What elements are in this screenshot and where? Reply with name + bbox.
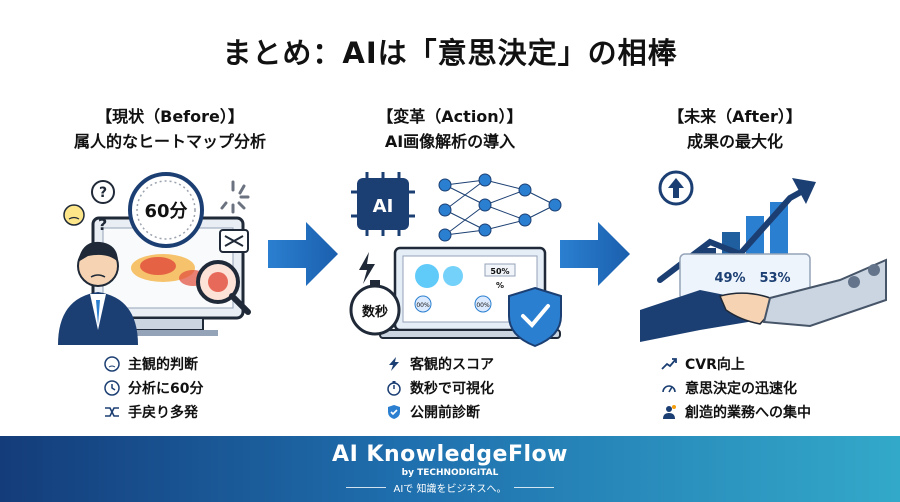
list-item: 客観的スコア [385, 352, 494, 376]
action-header-1: 【変革（Action）】 [377, 107, 523, 126]
lightning-icon [359, 252, 375, 284]
magnifier-icon [196, 260, 251, 315]
question-icon [91, 180, 115, 204]
action-column: 【変革（Action）】 AI画像解析の導入 [320, 104, 580, 154]
divider [514, 487, 555, 488]
list-item: 意思決定の迅速化 [660, 376, 811, 400]
trend-up-icon [660, 355, 678, 373]
speed-icon [660, 379, 678, 397]
before-header-2: 属人的なヒートマップ分析 [73, 132, 266, 151]
stopwatch-icon: 数秒 [349, 280, 401, 336]
before-illustration: 60分 ? ? [58, 172, 251, 345]
before-header-1: 【現状（Before）】 [96, 107, 244, 126]
action-bullets: 客観的スコア 数秒で可視化 公開前診断 [385, 352, 494, 424]
stat-value-2: 53% [759, 271, 790, 286]
list-item: CVR向上 [660, 352, 811, 376]
after-header-2: 成果の最大化 [686, 132, 783, 151]
list-item: 公開前診断 [385, 400, 494, 424]
lightning-icon [385, 355, 403, 373]
svg-text:%: % [496, 281, 504, 290]
stopwatch-icon [385, 379, 403, 397]
page-title: まとめ：AIは「意思決定」の相棒 [222, 36, 678, 70]
after-illustration: 49% 53% [640, 170, 887, 342]
loading-icon [220, 180, 250, 214]
up-arrow-icon [658, 170, 694, 206]
confused-face-icon [103, 355, 121, 373]
brand-tagline-row: AIで 知識をビジネスへ。 [0, 480, 900, 495]
clock-icon: 60分 [128, 172, 204, 248]
svg-text:00%: 00% [476, 302, 490, 309]
neural-network-icon [438, 173, 562, 242]
brand-name: AI KnowledgeFlow [332, 442, 568, 467]
brand-byline: by TECHNODIGITAL [401, 468, 499, 478]
list-item: 数秒で可視化 [385, 376, 494, 400]
confused-face-icon [63, 204, 85, 226]
stat-value-1: 49% [714, 271, 745, 286]
after-bullets: CVR向上 意思決定の迅速化 創造的業務への集中 [660, 352, 811, 424]
time-badge: 60分 [144, 201, 187, 222]
arrow-icon-2 [560, 222, 630, 286]
shuffle-icon [103, 403, 121, 421]
clock-icon [103, 379, 121, 397]
idea-person-icon [660, 403, 678, 421]
footer-banner: AI KnowledgeFlow by TECHNODIGITAL AIで 知識… [0, 436, 900, 502]
after-column: 【未来（After）】 成果の最大化 [605, 104, 865, 154]
action-illustration: AI 50% % 00% 00% 数秒 [349, 172, 562, 348]
worried-person-icon [58, 241, 138, 345]
list-item: 主観的判断 [103, 352, 203, 376]
before-bullets: 主観的判断 分析に60分 手戻り多発 [103, 352, 203, 424]
before-column: 【現状（Before）】 属人的なヒートマップ分析 [40, 104, 300, 154]
list-item: 創造的業務への集中 [660, 400, 811, 424]
svg-text:?: ? [99, 185, 107, 201]
action-header-2: AI画像解析の導入 [384, 132, 516, 151]
shield-icon [508, 286, 562, 348]
arrow-icon-1 [268, 222, 338, 286]
brand-tagline: AIで 知識をビジネスへ。 [393, 484, 507, 495]
list-item: 手戻り多発 [103, 400, 203, 424]
ai-chip-icon: AI [351, 172, 415, 236]
svg-text:00%: 00% [416, 302, 430, 309]
after-header-1: 【未来（After）】 [668, 107, 802, 126]
divider [345, 487, 386, 488]
svg-text:50%: 50% [490, 267, 509, 276]
shield-icon [385, 403, 403, 421]
seconds-badge: 数秒 [362, 304, 388, 320]
handshake-icon [640, 258, 887, 342]
svg-text:?: ? [98, 215, 107, 234]
ai-chip-label: AI [373, 196, 394, 217]
list-item: 分析に60分 [103, 376, 203, 400]
